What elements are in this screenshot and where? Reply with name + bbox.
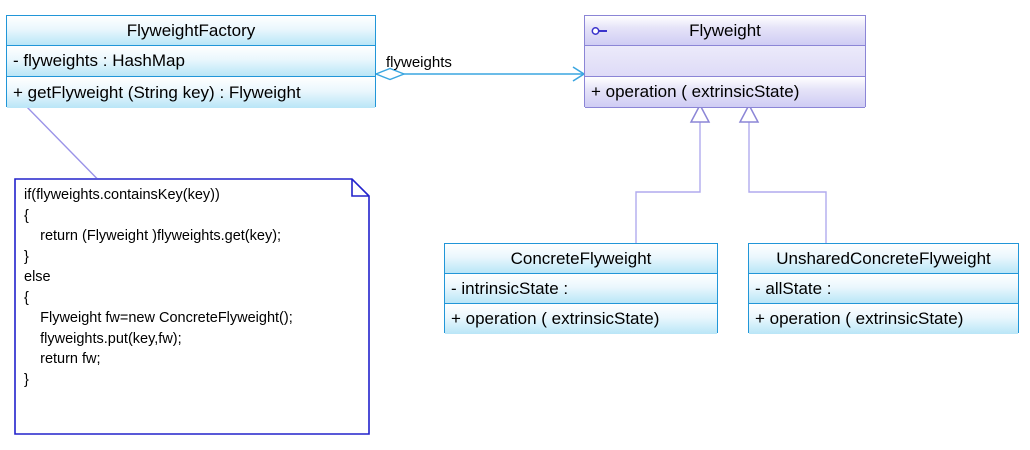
class-title-concrete-flyweight: ConcreteFlyweight [445, 244, 717, 274]
class-title-unshared-concrete-flyweight: UnsharedConcreteFlyweight [749, 244, 1018, 274]
class-title-flyweight: Flyweight [689, 20, 761, 40]
class-attribute-intrinsic-state: - intrinsicState : [445, 274, 717, 304]
class-title-flyweight-factory: FlyweightFactory [7, 16, 375, 46]
class-box-unshared-concrete-flyweight[interactable]: UnsharedConcreteFlyweight - allState : +… [748, 243, 1019, 334]
note-text-code: if(flyweights.containsKey(key)) { return… [24, 187, 293, 388]
interface-lollipop-icon [591, 26, 607, 35]
class-attribute-all-state: - allState : [749, 274, 1018, 304]
note-box-code[interactable]: if(flyweights.containsKey(key)) { return… [14, 178, 370, 435]
class-operation-get-flyweight: + getFlyweight (String key) : Flyweight [7, 77, 375, 108]
class-box-concrete-flyweight[interactable]: ConcreteFlyweight - intrinsicState : + o… [444, 243, 718, 334]
class-attribute-flyweights: - flyweights : HashMap [7, 46, 375, 77]
edge-aggregation-factory-flyweight[interactable] [374, 66, 586, 82]
class-box-flyweight[interactable]: Flyweight + operation ( extrinsicState) [584, 15, 866, 108]
class-operation-operation: + operation ( extrinsicState) [585, 77, 865, 108]
edge-label-flyweights: flyweights [386, 54, 452, 71]
class-operation-operation-concrete: + operation ( extrinsicState) [445, 304, 717, 334]
edge-generalization-concrete[interactable] [635, 103, 711, 243]
class-operation-operation-unshared: + operation ( extrinsicState) [749, 304, 1018, 334]
class-title-row-flyweight: Flyweight [585, 16, 865, 46]
class-attribute-empty [585, 46, 865, 77]
edge-generalization-unshared[interactable] [738, 103, 827, 243]
note-shape [14, 178, 370, 435]
class-box-flyweight-factory[interactable]: FlyweightFactory - flyweights : HashMap … [6, 15, 376, 108]
